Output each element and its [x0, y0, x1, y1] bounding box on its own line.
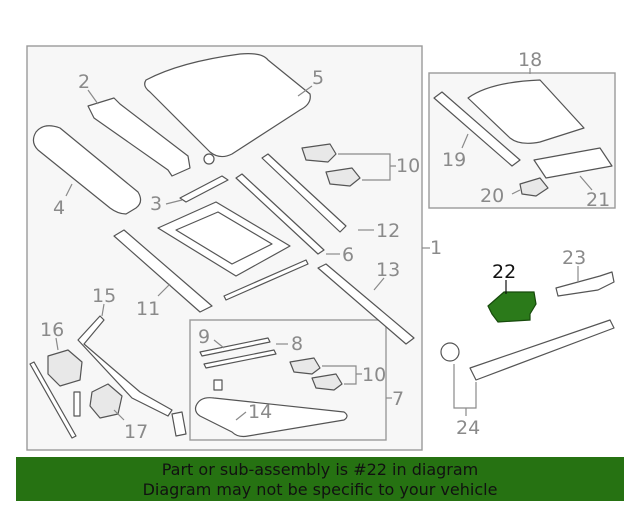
callout-15: 15	[92, 285, 116, 307]
callout-2: 2	[78, 71, 90, 93]
callout-16: 16	[40, 319, 64, 341]
callout-19: 19	[442, 149, 466, 171]
callout-4: 4	[53, 197, 65, 219]
leader-10a	[338, 153, 396, 181]
leader-9	[213, 339, 225, 349]
part-rod[interactable]	[29, 361, 77, 439]
part-24-moulding[interactable]	[469, 319, 615, 381]
info-banner: Part or sub-assembly is #22 in diagram D…	[16, 457, 624, 501]
leader-5	[297, 85, 313, 97]
callout-labels: 1 2 4 5 3 10 12 6 13 11 15 16 9 8 10 7 1…	[40, 49, 610, 443]
callout-24: 24	[456, 417, 480, 439]
leader-13	[373, 277, 385, 291]
callout-8: 8	[291, 333, 303, 355]
leader-17	[113, 409, 125, 421]
part-strip[interactable]	[223, 259, 309, 301]
leader-4	[65, 183, 73, 197]
part-small-pin[interactable]	[213, 379, 223, 391]
leader-2	[87, 89, 99, 105]
callout-9: 9	[198, 326, 210, 348]
part-frame-inner	[175, 211, 273, 265]
callout-18: 18	[518, 49, 542, 71]
leader-19	[461, 133, 469, 149]
leader-20	[511, 189, 521, 195]
part-5-glass-panel[interactable]	[144, 53, 311, 158]
callout-7: 7	[392, 388, 404, 410]
part-2-front-frame[interactable]	[87, 97, 191, 177]
part-21-shade[interactable]	[533, 147, 613, 179]
leader-21	[579, 175, 593, 191]
part-9-strip[interactable]	[199, 337, 271, 357]
part-23-clip[interactable]	[555, 271, 615, 297]
part-3-clip[interactable]	[179, 175, 229, 203]
leader-16	[55, 337, 59, 351]
part-10-bracket-lower-b[interactable]	[311, 373, 343, 391]
part-13-side-rail[interactable]	[317, 263, 415, 345]
leader-14	[235, 411, 247, 421]
part-12-rail[interactable]	[261, 153, 347, 233]
callout-11: 11	[136, 298, 160, 320]
callout-1: 1	[430, 237, 442, 259]
part-clip-small[interactable]	[171, 411, 187, 437]
part-8-strip[interactable]	[203, 349, 277, 369]
callout-21: 21	[586, 189, 610, 211]
part-screw[interactable]	[203, 153, 215, 165]
part-20-bracket[interactable]	[519, 177, 549, 197]
callout-20: 20	[480, 185, 504, 207]
leader-10b	[322, 365, 362, 385]
part-19-rail[interactable]	[433, 91, 521, 167]
part-18-panel[interactable]	[467, 79, 585, 144]
callout-13: 13	[376, 259, 400, 281]
part-10-bracket-lower-a[interactable]	[289, 357, 321, 375]
callout-12: 12	[376, 220, 400, 242]
callout-10-lower: 10	[362, 364, 386, 386]
part-14-seal[interactable]	[194, 397, 348, 438]
leader-11	[157, 283, 171, 297]
banner-line-1: Part or sub-assembly is #22 in diagram	[161, 460, 479, 479]
leader-lines	[55, 68, 593, 421]
leader-24	[453, 364, 477, 416]
callout-5: 5	[312, 67, 324, 89]
part-6-rail[interactable]	[235, 173, 325, 255]
callout-3: 3	[150, 193, 162, 215]
callout-22: 22	[492, 261, 516, 283]
banner-line-2: Diagram may not be specific to your vehi…	[142, 480, 498, 499]
part-15-drain[interactable]	[77, 315, 173, 417]
leader-3	[165, 199, 183, 205]
part-10-bracket-upper-a[interactable]	[301, 143, 337, 163]
part-24-grommet[interactable]	[440, 342, 460, 362]
callout-17: 17	[124, 421, 148, 443]
part-bolt[interactable]	[73, 391, 81, 417]
part-22-highlighted[interactable]	[487, 291, 537, 323]
callout-23: 23	[562, 247, 586, 269]
part-11-side-rail[interactable]	[113, 229, 213, 313]
part-10-bracket-upper-b[interactable]	[325, 167, 361, 187]
leader-15	[101, 303, 105, 317]
part-4-deflector[interactable]	[32, 125, 142, 215]
callout-14: 14	[248, 401, 272, 423]
callout-10-upper: 10	[396, 155, 420, 177]
part-16-motor[interactable]	[47, 349, 83, 387]
callout-6: 6	[342, 244, 354, 266]
